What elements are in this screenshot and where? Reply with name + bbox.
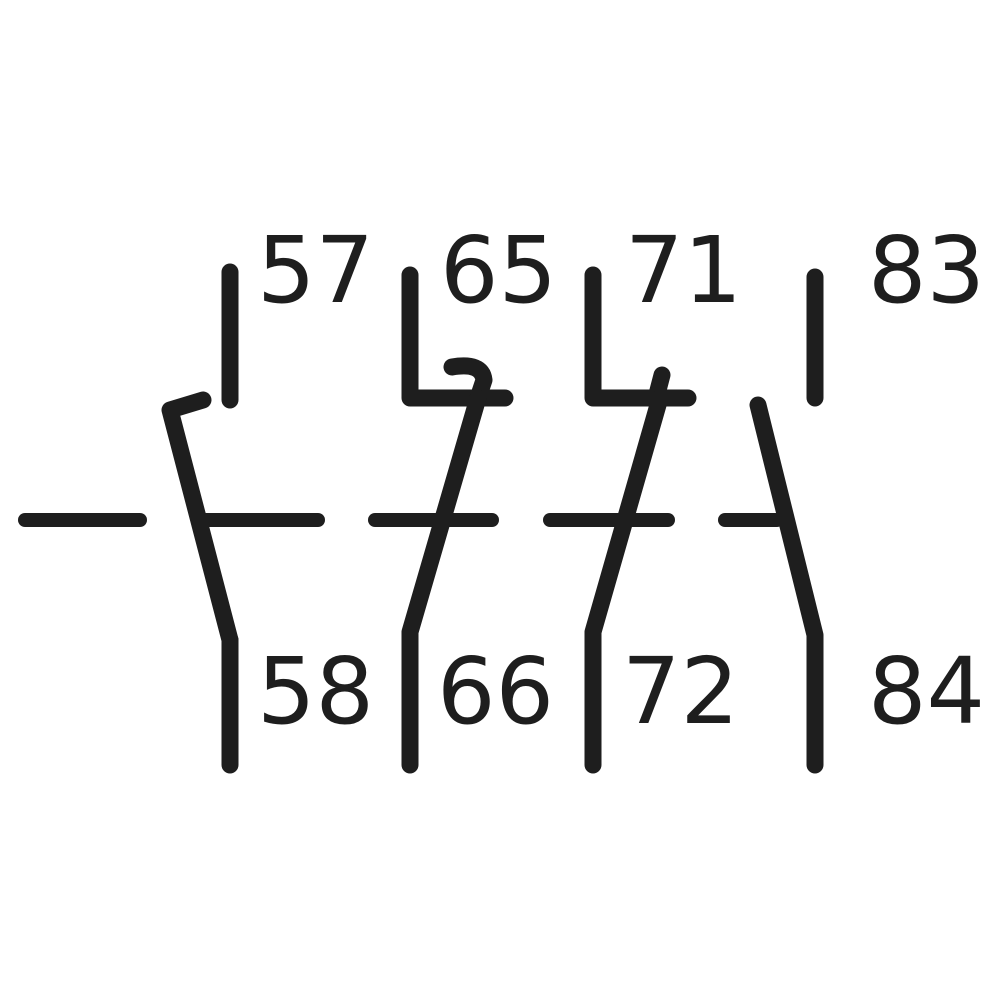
terminal-label-58: 58: [257, 638, 374, 745]
terminal-label-57: 57: [257, 217, 374, 324]
terminal-label-71: 71: [625, 217, 742, 324]
contact-hook: [443, 357, 493, 407]
contact-65-66: 65 66: [401, 217, 557, 774]
contact-blade: [161, 391, 239, 649]
terminal-label-65: 65: [440, 217, 557, 324]
contact-83-84: 83 84: [749, 217, 985, 774]
terminal-label-83: 83: [868, 217, 985, 324]
contact-blade: [584, 389, 669, 774]
contact-blade: [749, 396, 824, 774]
contact-71-72: 71 72: [584, 217, 742, 774]
contact-57-58: 57 58: [161, 217, 374, 774]
terminal-label-72: 72: [622, 638, 739, 745]
terminal-label-66: 66: [437, 638, 554, 745]
terminal-label-84: 84: [868, 638, 985, 745]
contact-blade: [401, 389, 487, 774]
